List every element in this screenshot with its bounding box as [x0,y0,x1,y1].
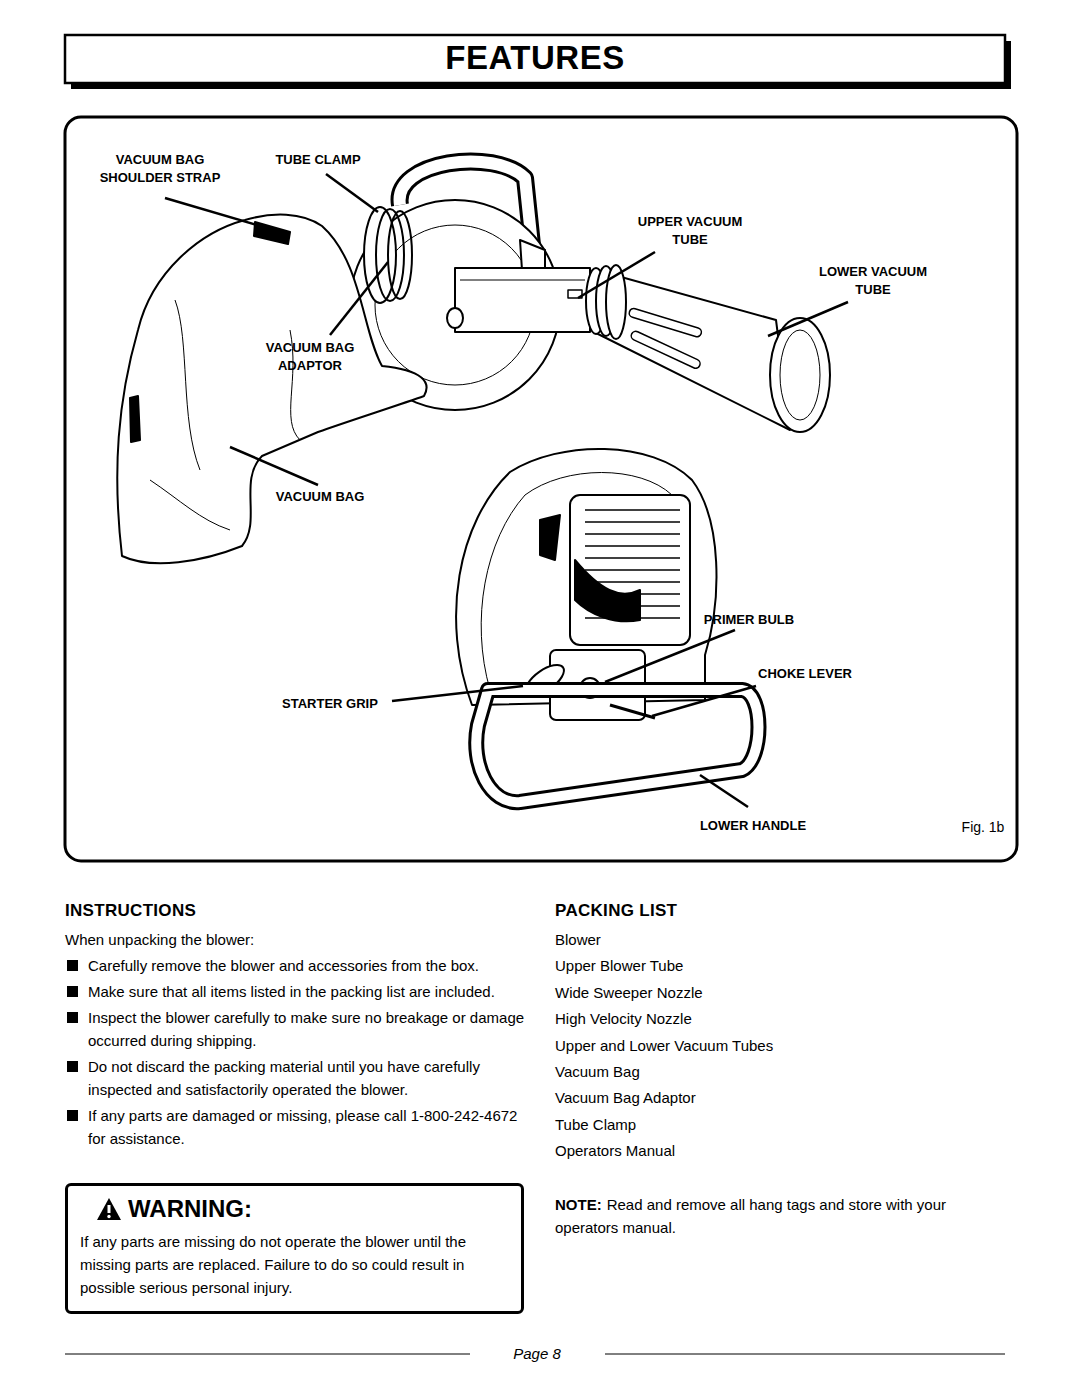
leader-line [700,775,748,807]
blower-top-view [376,209,404,301]
packing-item: High Velocity Nozzle [555,1006,1015,1032]
leader-line [392,686,523,701]
footer-rule [65,1354,470,1355]
packing-item: Wide Sweeper Nozzle [555,980,1015,1006]
blower-bottom-view [585,569,680,571]
leader-line [605,630,735,682]
blower-bottom-view [585,581,680,583]
packing-item: Operators Manual [555,1138,1015,1164]
warning-icon [107,1215,110,1218]
bullet-square [67,960,78,971]
blower-top-view [447,308,463,328]
intro-text: When unpacking the blower: [65,928,528,951]
leader-line [768,302,848,336]
leader-line [578,252,655,298]
figure-number: Fig. 1b [953,818,1013,836]
blower-bottom-view [610,705,655,718]
packing-item: Upper Blower Tube [555,953,1015,979]
packing-item: Tube Clamp [555,1112,1015,1138]
blower-bottom-view [540,515,560,560]
part-name: TUBE CLAMP [258,151,378,169]
blower-top-view [175,300,200,470]
blower-top-view [388,211,412,299]
part-name: VACUUM BAG [255,488,385,506]
blower-bottom-view [585,545,680,547]
figure-frame [65,117,1017,861]
page-title: FEATURES [65,35,1005,81]
blower-top-view [117,161,830,563]
part-name: LOWER HANDLE [683,817,823,835]
bullet-item: Do not discard the packing material unti… [65,1055,528,1101]
packing-item: Vacuum Bag Adaptor [555,1085,1015,1111]
blower-top-view [130,396,140,442]
part-name: LOWER VACUUM TUBE [806,263,941,299]
blower-bottom-view [585,509,680,511]
bullet-item: Make sure that all items listed in the p… [65,980,528,1003]
warning-box: WARNING: If any parts are missing do not … [65,1183,524,1314]
bullet-text: Do not discard the packing material unti… [88,1058,480,1098]
blower-top-view [150,480,230,530]
figure-frame [65,117,1017,861]
note-label: NOTE: [555,1196,602,1213]
leader-line [165,174,848,807]
part-name: CHOKE LEVER [740,665,870,683]
part-name: UPPER VACUUM TUBE [623,213,758,249]
part-name: PRIMER BULB [684,611,814,629]
note: NOTE:Read and remove all hang tags and s… [555,1193,1010,1239]
blower-top-view [770,318,830,432]
warning-heading: WARNING: [128,1194,252,1224]
section-heading: PACKING LIST [555,900,1015,922]
warning-icon [96,1197,122,1221]
bullet-item: If any parts are damaged or missing, ple… [65,1104,528,1150]
bullet-square [67,1110,78,1121]
note-text: Read and remove all hang tags and store … [555,1196,946,1236]
warning-text: If any parts are missing do not operate … [80,1230,509,1299]
leader-line [230,447,318,485]
part-name: STARTER GRIP [265,695,395,713]
bullet-square [67,1061,78,1072]
packing-list: PACKING LIST BlowerUpper Blower TubeWide … [555,900,1015,1165]
blower-top-view [630,330,702,370]
page-number: Page 8 [482,1344,592,1364]
part-name: VACUUM BAG SHOULDER STRAP [85,151,235,187]
blower-bottom-view [585,521,680,523]
packing-item: Blower [555,927,1015,953]
packing-item: Upper and Lower Vacuum Tubes [555,1033,1015,1059]
blower-top-view [460,280,585,281]
bullet-square [67,986,78,997]
leader-line [165,198,260,226]
leader-line [652,686,756,716]
blower-top-view [455,268,590,332]
blower-bottom-view [585,533,680,535]
footer-rule [605,1354,1005,1355]
bullet-text: Inspect the blower carefully to make sur… [88,1009,524,1049]
blower-top-view [780,330,820,420]
instructions-column: INSTRUCTIONS When unpacking the blower: Ca… [65,900,528,1150]
packing-item: Vacuum Bag [555,1059,1015,1085]
bullet-text: If any parts are damaged or missing, ple… [88,1107,517,1147]
part-name: VACUUM BAG ADAPTOR [250,339,370,375]
leader-line [326,174,378,212]
blower-bottom-view [570,495,690,645]
blower-bottom-view [585,557,680,559]
warning-icon [97,1198,121,1220]
title-frame [65,35,1011,89]
blower-bottom-view [575,560,640,621]
title-frame [65,35,1005,83]
bullet-text: Make sure that all items listed in the p… [88,983,495,1000]
warning-icon [108,1205,111,1213]
warning-heading-row: WARNING: [80,1194,509,1224]
section-heading: INSTRUCTIONS [65,900,528,922]
bullet-text: Carefully remove the blower and accessor… [88,957,479,974]
bullet-square [67,1012,78,1023]
bullet-item: Carefully remove the blower and accessor… [65,954,528,977]
leader-line [330,262,388,335]
bullet-item: Inspect the blower carefully to make sur… [65,1006,528,1052]
